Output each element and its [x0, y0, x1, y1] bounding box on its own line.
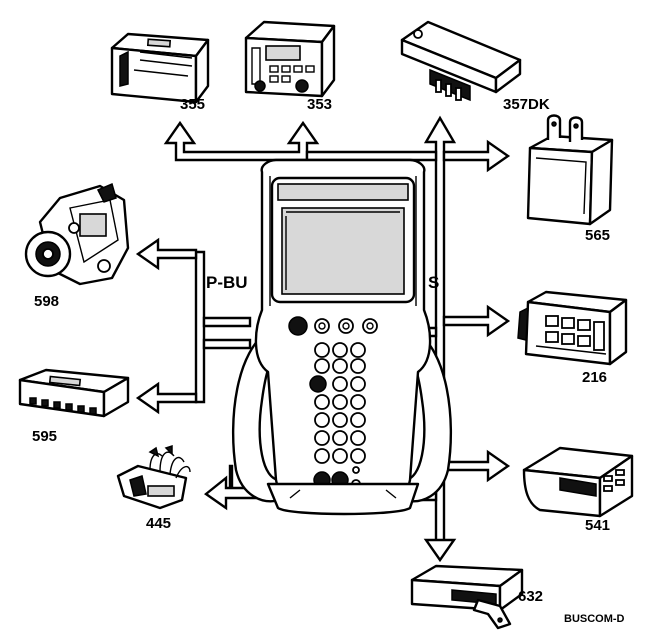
- module-355: [110, 32, 210, 104]
- arrow-to-595: [135, 381, 198, 415]
- tester-screen: [281, 207, 405, 295]
- arrow-to-598: [135, 237, 198, 271]
- bus-label-right: S: [428, 273, 439, 292]
- module-216: [517, 290, 628, 366]
- module-353: [244, 20, 336, 98]
- tester-screen-top-strip: [277, 183, 409, 201]
- label-541: 541: [585, 517, 610, 534]
- diagnostic-tester: [231, 158, 453, 516]
- tester-base: [266, 482, 420, 516]
- label-598: 598: [34, 293, 59, 310]
- label-445: 445: [146, 515, 171, 532]
- module-565: [526, 114, 614, 226]
- label-216: 216: [582, 369, 607, 386]
- module-357dk: [400, 20, 522, 102]
- module-598: [24, 182, 130, 286]
- label-355: 355: [180, 96, 205, 113]
- label-357dk: 357DK: [503, 96, 550, 113]
- bus-left-link-2: [202, 338, 252, 350]
- arrow-to-355: [163, 120, 320, 162]
- arrow-to-632: [423, 538, 457, 563]
- module-595: [18, 368, 130, 418]
- module-541: [522, 446, 634, 518]
- tester-screen-shadow: [285, 211, 400, 290]
- label-565: 565: [585, 227, 610, 244]
- arrow-to-541: [442, 449, 511, 483]
- arrow-to-565: [442, 139, 511, 173]
- tester-body-edge: [269, 176, 417, 306]
- bus-top-link: [305, 150, 438, 162]
- tester-keypad: [309, 342, 366, 489]
- module-632: [410, 564, 524, 630]
- bus-left-link-1: [202, 316, 252, 328]
- bus-label-left: P-BU: [206, 273, 248, 292]
- label-595: 595: [32, 428, 57, 445]
- reference-code: BUSCOM-D: [564, 613, 625, 625]
- bus-left-trunk: [194, 250, 206, 404]
- bus-arrows: [135, 115, 511, 563]
- arrow-to-216: [442, 304, 511, 338]
- tester-top-buttons: [288, 316, 378, 336]
- label-632: 632: [518, 588, 543, 605]
- label-353: 353: [307, 96, 332, 113]
- module-445: [116, 444, 191, 510]
